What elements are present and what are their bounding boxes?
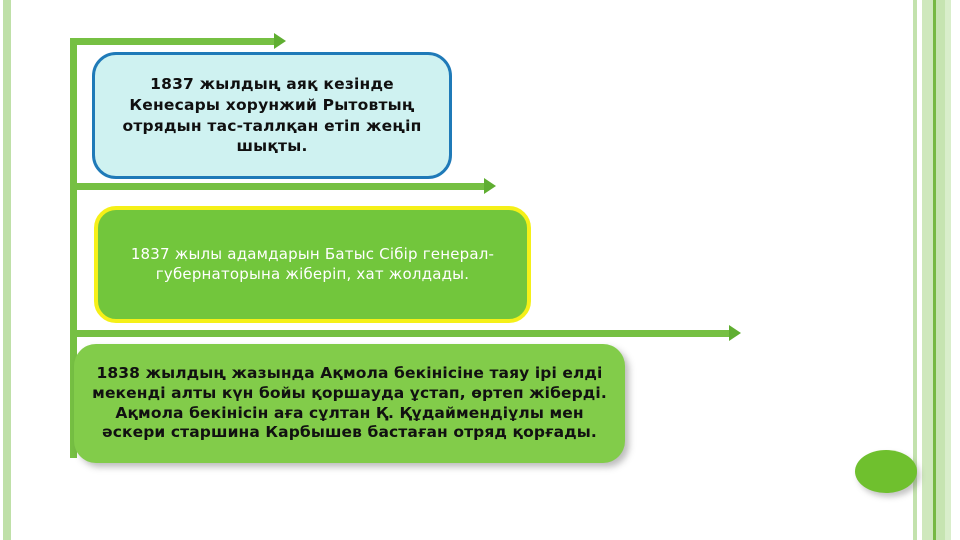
connector-arrow-to-box-1 bbox=[70, 33, 286, 49]
right-edge-stripe-2 bbox=[922, 0, 933, 540]
content-box-1-text: 1837 жылдың аяқ кезінде Кенесары хорунжи… bbox=[122, 75, 422, 156]
content-box-1: 1837 жылдың аяқ кезінде Кенесары хорунжи… bbox=[92, 52, 452, 179]
connector-vertical-line bbox=[70, 38, 77, 458]
connector-arrow-to-box-2 bbox=[70, 178, 496, 194]
decorative-oval bbox=[855, 450, 917, 493]
right-edge-stripe-3 bbox=[933, 0, 936, 540]
content-box-2: 1837 жылы адамдарын Батыс Сібір генерал-… bbox=[94, 206, 531, 323]
left-edge-stripe bbox=[3, 0, 11, 540]
content-box-3: 1838 жылдың жазында Ақмола бекінісіне та… bbox=[74, 344, 625, 463]
right-edge-stripe-5 bbox=[945, 0, 951, 540]
content-box-3-text: 1838 жылдың жазында Ақмола бекінісіне та… bbox=[92, 363, 607, 442]
right-edge-stripe-1 bbox=[913, 0, 917, 540]
connector-arrow-to-box-3 bbox=[70, 325, 741, 341]
right-edge-stripe-4 bbox=[936, 0, 945, 540]
content-box-2-text: 1837 жылы адамдарын Батыс Сібір генерал-… bbox=[130, 244, 495, 283]
